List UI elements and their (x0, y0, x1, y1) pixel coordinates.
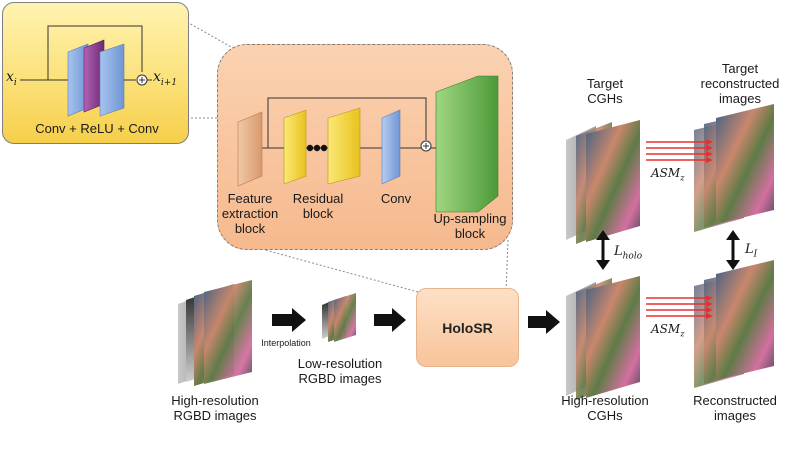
asm-arrows-bottom (646, 295, 713, 319)
holosr-box: HoloSR (416, 288, 519, 367)
recon-label: Reconstructed images (693, 393, 777, 423)
residual-caption: Conv + ReLU + Conv (35, 121, 159, 136)
loss-holo-label: Lholo (614, 244, 643, 262)
asm-top-label: ASMz (651, 166, 685, 183)
target-recon-stack (694, 104, 774, 232)
loss-i-arrow (726, 230, 740, 270)
target-cgh-label: Target CGHs (586, 76, 624, 106)
target-cgh-stack (566, 120, 640, 244)
residual-layer-2 (327, 107, 361, 185)
lr-rgbd-image-stack (322, 293, 356, 342)
ellipsis-dot-1 (306, 144, 314, 152)
asm-bottom-label: ASMz (651, 322, 685, 339)
hr-rgbd-image-stack (178, 280, 252, 386)
upsampling-label: Up-sampling block (433, 211, 507, 241)
arrow-hr-to-lr (272, 308, 306, 332)
residual-layer-1 (283, 109, 307, 185)
ellipsis-dot-3 (320, 144, 328, 152)
loss-i-label: LI (745, 242, 758, 260)
recon-stack (694, 260, 774, 388)
output-x-label: xi+1 (153, 69, 178, 88)
hr-rgbd-label: High-resolution RGBD images (171, 393, 259, 423)
conv-layer (381, 109, 401, 185)
connector-line-sr-right (505, 239, 509, 293)
skip-connection-line (47, 25, 143, 80)
upsampling-layer (435, 75, 499, 213)
asm-arrows-top (646, 139, 713, 163)
holosr-label: HoloSR (442, 319, 493, 336)
arrow-holosr-to-cgh (528, 310, 560, 334)
conv-layer-2 (99, 43, 125, 117)
input-x-label: xi (6, 69, 17, 88)
feature-extraction-label: Feature extraction block (221, 191, 279, 236)
target-recon-label: Target reconstructed images (700, 61, 780, 106)
hr-cgh-label: High-resolution CGHs (561, 393, 649, 423)
ellipsis-dot-2 (313, 144, 321, 152)
residual-block-graphic (20, 25, 152, 117)
arrow-lr-to-holosr (374, 308, 406, 332)
residual-block-label: Residual block (292, 191, 344, 221)
loss-holo-arrow (596, 230, 610, 270)
feature-extraction-layer (237, 111, 263, 187)
lr-rgbd-label: Low-resolution RGBD images (297, 356, 383, 386)
conv-label: Conv (380, 191, 412, 206)
interpolation-label: Interpolation (261, 338, 311, 348)
sr-skip-line (267, 97, 427, 148)
hr-cgh-stack (566, 276, 640, 400)
